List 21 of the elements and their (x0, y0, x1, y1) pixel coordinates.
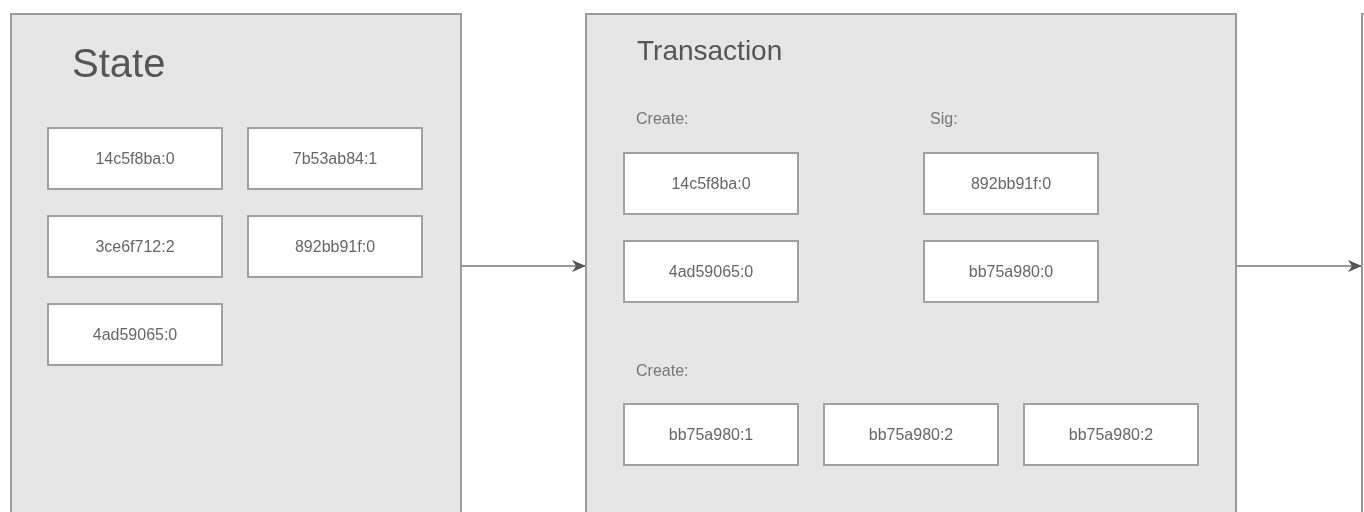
id-box: 892bb91f:0 (923, 152, 1099, 215)
panel-title: Transaction (637, 35, 783, 67)
id-box: 7b53ab84:1 (247, 127, 423, 190)
panel-title: State (72, 41, 166, 86)
id-box: bb75a980:2 (823, 403, 999, 466)
panel (585, 13, 1237, 512)
id-box: bb75a980:0 (923, 240, 1099, 303)
id-box: 3ce6f712:2 (47, 215, 223, 278)
section-label: Create: (636, 110, 689, 128)
section-label: Sig: (930, 110, 958, 128)
id-box: bb75a980:2 (1023, 403, 1199, 466)
id-box: 4ad59065:0 (623, 240, 799, 303)
arrow (1236, 260, 1362, 272)
id-box: 892bb91f:0 (247, 215, 423, 278)
id-box: 14c5f8ba:0 (623, 152, 799, 215)
arrow (461, 260, 586, 272)
id-box: bb75a980:1 (623, 403, 799, 466)
panel (10, 13, 462, 512)
section-label: Create: (636, 362, 689, 380)
id-box: 14c5f8ba:0 (47, 127, 223, 190)
id-box: 4ad59065:0 (47, 303, 223, 366)
